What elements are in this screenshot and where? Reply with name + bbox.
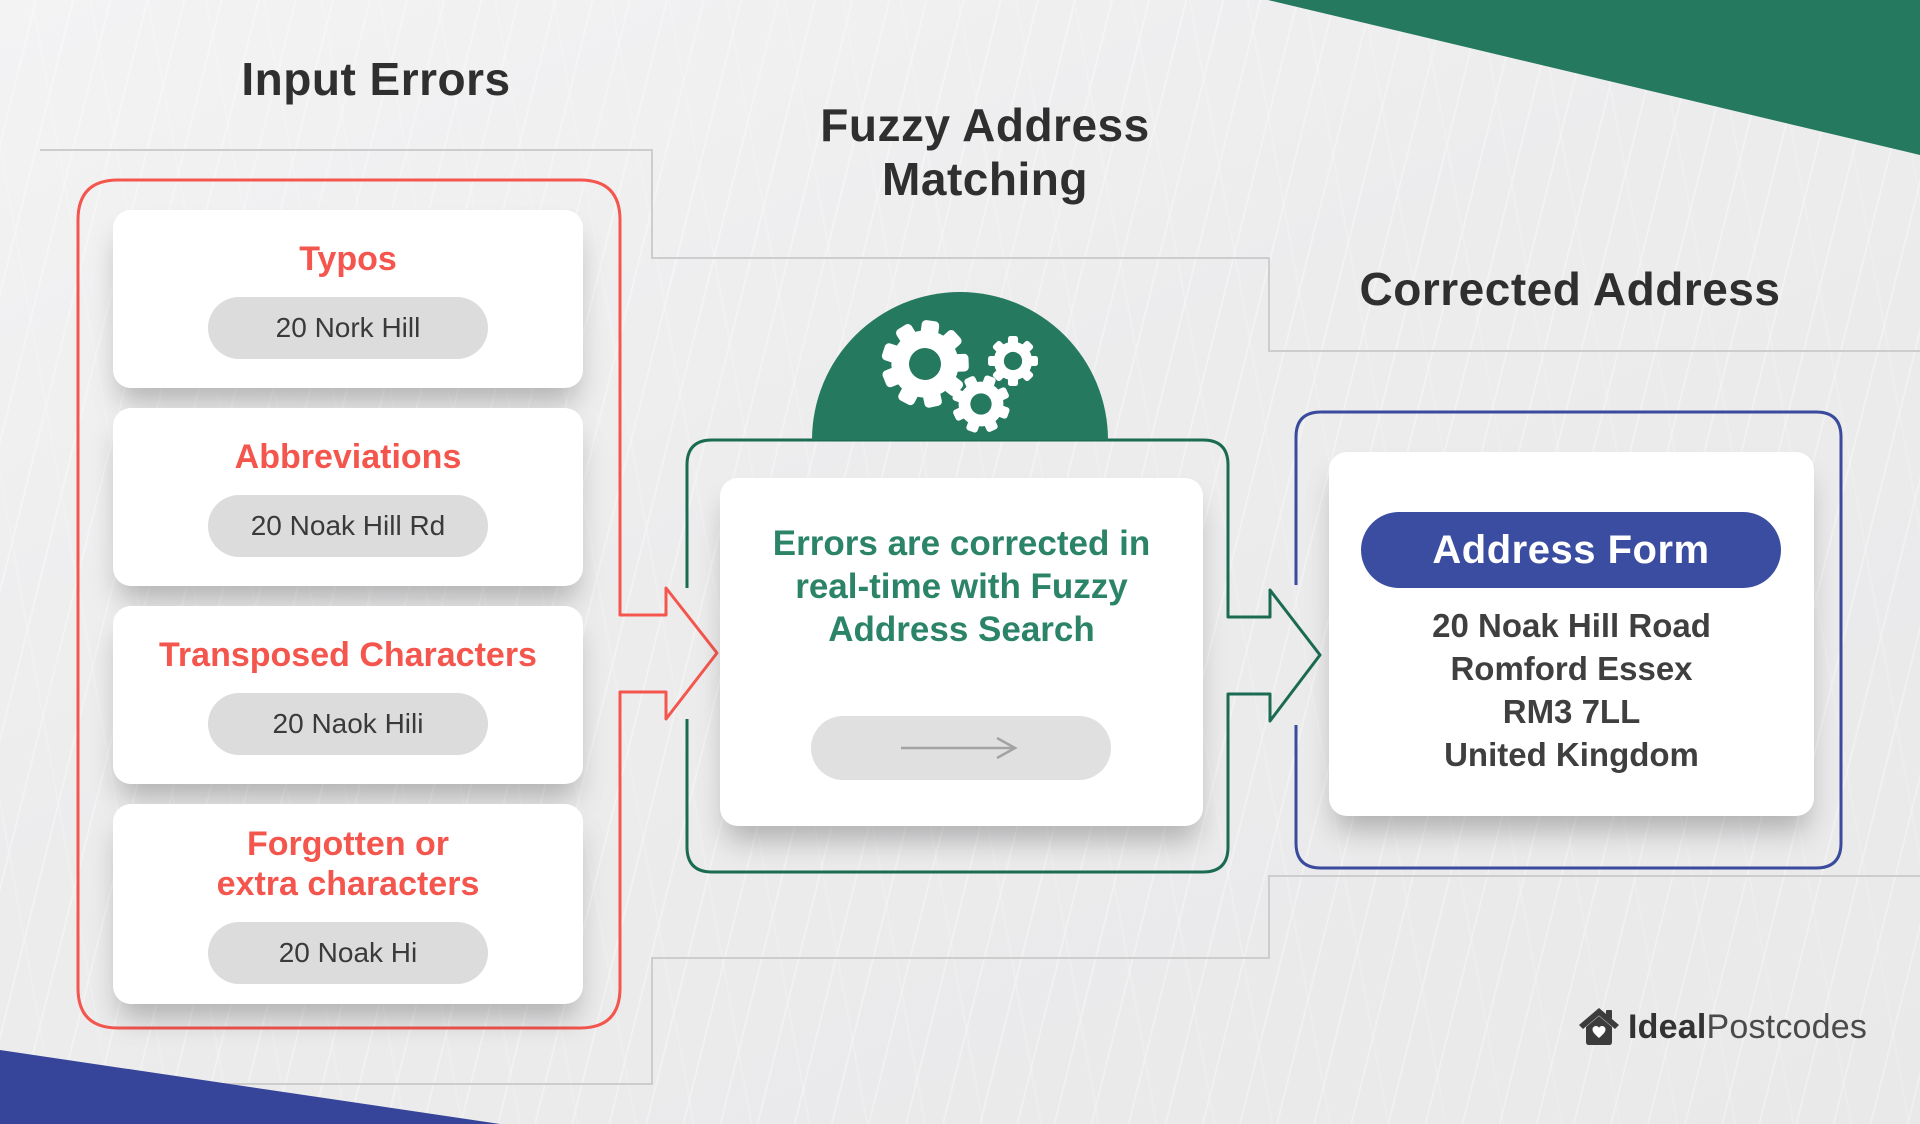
input-errors-title: Input Errors	[241, 53, 511, 105]
corrected-address-title: Corrected Address	[1359, 263, 1781, 315]
error-card-typos: Typos 20 Nork Hill	[113, 210, 583, 388]
corner-triangle-bottom-left	[0, 1050, 500, 1124]
error-card-forgotten-extra: Forgotten or extra characters 20 Noak Hi	[113, 804, 583, 1004]
address-form-card: Address Form 20 Noak Hill Road Romford E…	[1329, 452, 1814, 816]
error-example-pill: 20 Naok Hili	[208, 693, 488, 755]
address-line: 20 Noak Hill Road	[1432, 607, 1711, 644]
logo-light: Postcodes	[1706, 1007, 1868, 1046]
error-card-title: Abbreviations	[234, 438, 462, 476]
corrected-address-container-outline	[1294, 410, 1843, 870]
logo-text: IdealPostcodes	[1628, 1008, 1867, 1047]
arrow-right-icon	[901, 736, 1018, 760]
connector-line-top	[40, 149, 1920, 352]
error-example-pill: 20 Nork Hill	[208, 297, 488, 359]
address-line: RM3 7LL	[1502, 693, 1641, 730]
fuzzy-address-matching-title: Fuzzy Address Matching	[820, 99, 1150, 205]
input-errors-container-outline	[76, 178, 719, 1030]
matching-container-outline	[685, 438, 1322, 874]
error-card-transposed: Transposed Characters 20 Naok Hili	[113, 606, 583, 784]
fuzzy-matching-card: Errors are corrected in real-time with F…	[720, 478, 1203, 826]
address-line: Romford Essex	[1450, 650, 1693, 687]
fuzzy-matching-description: Errors are corrected in real-time with F…	[772, 524, 1151, 649]
house-heart-icon	[1579, 1008, 1619, 1045]
address-line: United Kingdom	[1444, 736, 1699, 773]
error-example-pill: 20 Noak Hill Rd	[208, 495, 488, 557]
error-example-pill: 20 Noak Hi	[208, 922, 488, 984]
corrected-address-text: 20 Noak Hill Road Romford Essex RM3 7LL …	[1329, 604, 1814, 776]
address-form-badge: Address Form	[1361, 512, 1781, 588]
error-card-title: Transposed Characters	[159, 636, 537, 674]
error-card-title: Forgotten or extra characters	[216, 825, 480, 903]
connector-line-bottom	[0, 875, 1920, 1085]
gears-icon	[881, 320, 1038, 433]
error-card-title: Typos	[299, 240, 397, 278]
logo-bold: Ideal	[1628, 1007, 1707, 1046]
corner-triangle-top-right	[1268, 0, 1920, 155]
error-card-abbreviations: Abbreviations 20 Noak Hill Rd	[113, 408, 583, 586]
ideal-postcodes-logo: IdealPostcodes	[1578, 1006, 1867, 1048]
progress-arrow-pill	[811, 716, 1111, 780]
